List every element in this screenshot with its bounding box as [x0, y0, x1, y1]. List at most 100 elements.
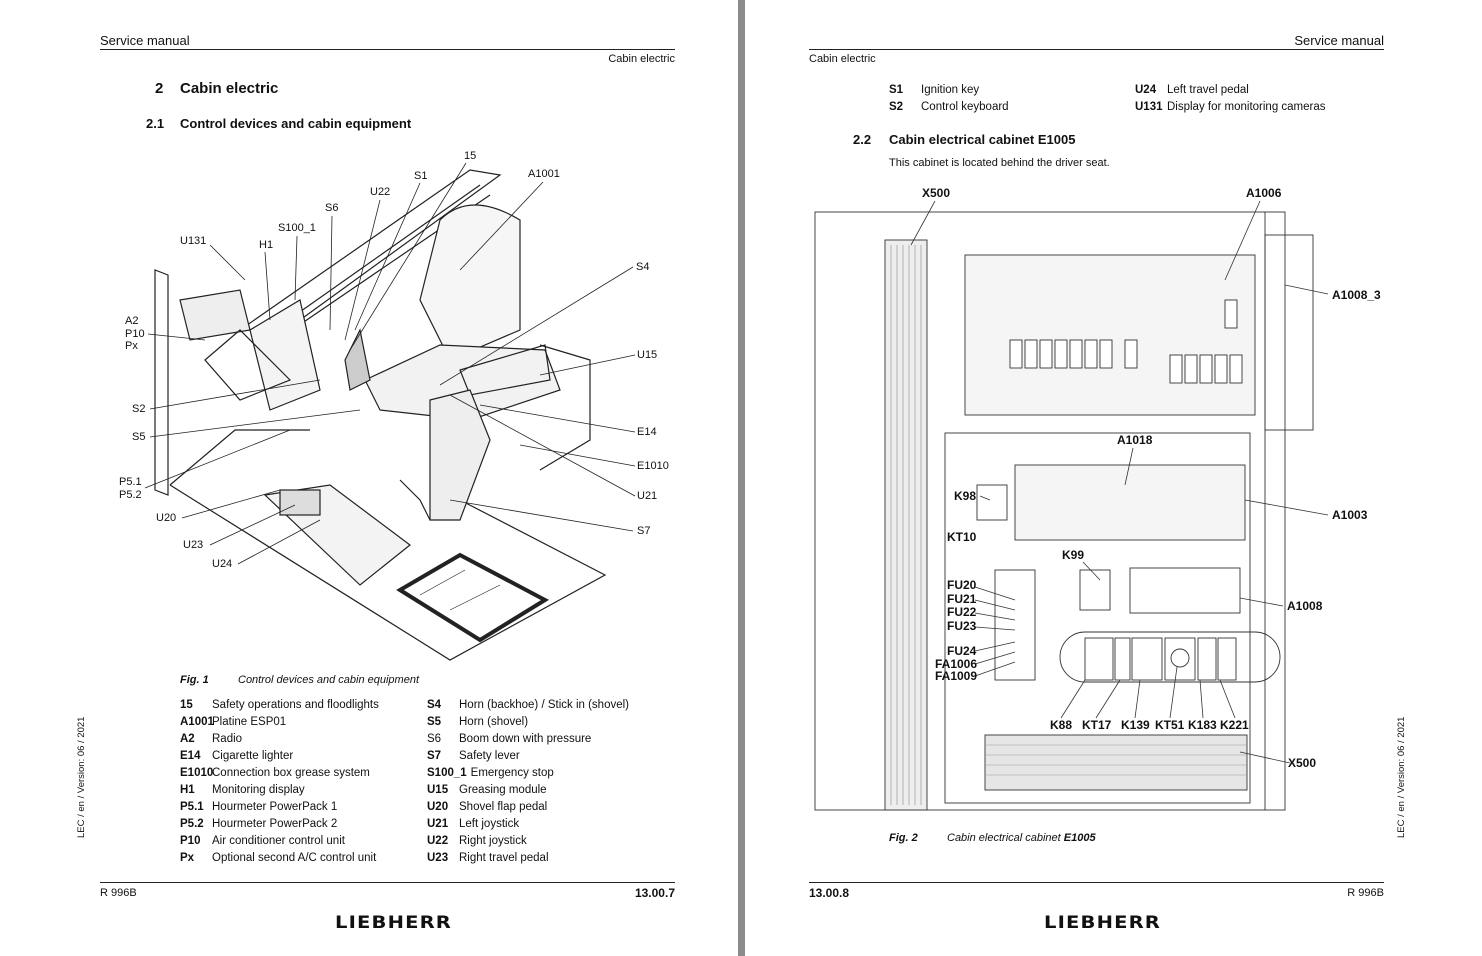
- fig-label-fa1006: FA1006: [935, 657, 978, 671]
- footer-model: R 996B: [100, 887, 137, 899]
- section-intro: This cabinet is located behind the drive…: [889, 157, 1110, 169]
- chapter-number: 2: [155, 80, 164, 97]
- fig-label-a1008: A1008: [1287, 599, 1323, 613]
- fig-label-u21: U21: [637, 490, 658, 502]
- header-section: Cabin electric: [608, 53, 675, 65]
- fig-label-k139: K139: [1121, 718, 1150, 732]
- fig-label-a2: A2: [125, 315, 139, 327]
- footer-model: R 996B: [1347, 887, 1384, 899]
- fig-label-s4: S4: [636, 261, 650, 273]
- section-title: Control devices and cabin equipment: [180, 116, 412, 131]
- figure-number: Fig. 1: [180, 674, 209, 686]
- fig-label-kt10: KT10: [947, 530, 977, 544]
- header-rule: [809, 49, 1384, 50]
- fig-label-fu24: FU24: [947, 644, 977, 658]
- header-title: Service manual: [100, 33, 190, 48]
- footer-rule: [100, 882, 675, 883]
- fig-label-kt17: KT17: [1082, 718, 1112, 732]
- fig-label-p5-2: P5.2: [119, 489, 142, 501]
- fig-label-k98: K98: [954, 489, 977, 503]
- version-note: LEC / en / Version: 06 / 2021: [76, 716, 87, 838]
- fig-label-a1018: A1018: [1117, 433, 1153, 447]
- fig-label-u15: U15: [637, 349, 658, 361]
- fig-label-k88: K88: [1050, 718, 1073, 732]
- chapter-title: Cabin electric: [180, 80, 279, 97]
- fig-label-s5: S5: [132, 431, 146, 443]
- header-section: Cabin electric: [809, 53, 876, 65]
- fig-label-e1010: E1010: [637, 460, 669, 472]
- fig-label-fu21: FU21: [947, 592, 977, 606]
- fig-label-k221: K221: [1220, 718, 1249, 732]
- figure-number: Fig. 2: [889, 832, 918, 844]
- fig-label-p5-1: P5.1: [119, 476, 142, 488]
- fig-label-h1: H1: [259, 239, 274, 251]
- fig-label-e14: E14: [637, 426, 657, 438]
- fig-label-fu23: FU23: [947, 619, 977, 633]
- fig-label-u24: U24: [212, 558, 233, 570]
- fig-label-a1003: A1003: [1332, 508, 1368, 522]
- fig-label-k99: K99: [1062, 548, 1085, 562]
- fig-label-u20: U20: [156, 512, 177, 524]
- fig-label-s7: S7: [637, 525, 651, 537]
- cabin-illustration: [144, 162, 636, 661]
- fig-label-k183: K183: [1188, 718, 1217, 732]
- header-title: Service manual: [1294, 33, 1384, 48]
- fig-label-p10: P10: [125, 328, 145, 340]
- footer-page-number: 13.00.8: [809, 886, 850, 900]
- section-title: Cabin electrical cabinet E1005: [889, 132, 1076, 147]
- fig-label-fu20: FU20: [947, 578, 977, 592]
- fig-label-s6: S6: [325, 202, 339, 214]
- fig-label-px: Px: [125, 340, 138, 352]
- section-number: 2.2: [853, 132, 872, 147]
- fig-label-a1006: A1006: [1246, 186, 1282, 200]
- liebherr-logo: LIEBHERR: [335, 913, 453, 933]
- fig-label-s2: S2: [132, 403, 146, 415]
- header-rule: [100, 49, 675, 50]
- fig-label-15: 15: [464, 150, 477, 162]
- fig-label-fa1009: FA1009: [935, 669, 978, 683]
- fig-label-kt51: KT51: [1155, 718, 1185, 732]
- footer-rule: [809, 882, 1384, 883]
- version-note: LEC / en / Version: 06 / 2021: [1396, 716, 1407, 838]
- fig-label-u22: U22: [370, 186, 391, 198]
- left-page: Service manual Cabin electric 2 Cabin el…: [0, 0, 738, 956]
- fig-label-s100-1: S100_1: [278, 222, 316, 234]
- figure-caption: Cabin electrical cabinet E1005: [947, 832, 1096, 844]
- figure-caption: Control devices and cabin equipment: [238, 674, 420, 686]
- fig-label-u131: U131: [180, 235, 207, 247]
- fig-label-s1: S1: [414, 170, 428, 182]
- fig-label-x500-bottom: X500: [1288, 756, 1317, 770]
- section-number: 2.1: [146, 116, 165, 131]
- footer-page-number: 13.00.7: [634, 886, 675, 900]
- fig-label-fu22: FU22: [947, 605, 977, 619]
- cabinet-illustration: [814, 200, 1329, 811]
- fig-label-x500-top: X500: [922, 186, 951, 200]
- fig-label-a1008-3: A1008_3: [1332, 288, 1381, 302]
